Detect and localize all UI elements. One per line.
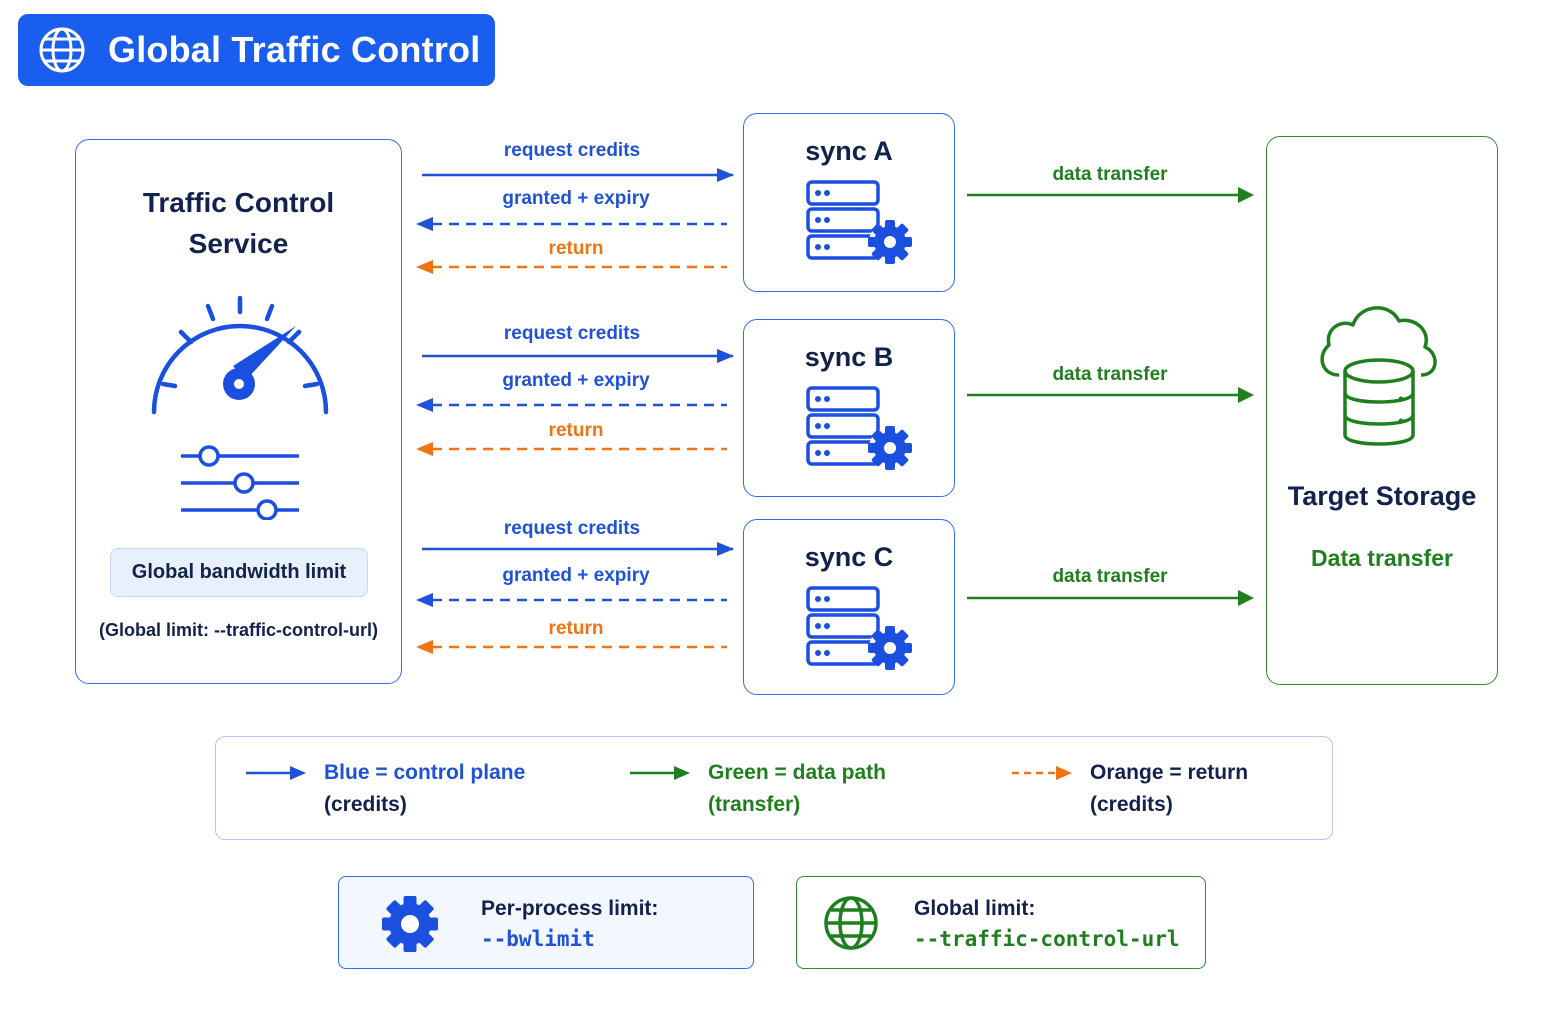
granted-arrowhead bbox=[416, 593, 433, 607]
return-arrowhead bbox=[416, 442, 433, 456]
return-label: return bbox=[548, 238, 604, 259]
sync-b-node: sync B bbox=[743, 319, 955, 497]
traffic-control-title: Traffic Control Service bbox=[142, 187, 335, 259]
legend-green: Green = data path (transfer) bbox=[708, 761, 886, 816]
request-credits-label: request credits bbox=[503, 140, 641, 161]
data-transfer-label: data transfer bbox=[1052, 164, 1168, 185]
sync-c-node: sync C bbox=[743, 519, 955, 695]
per-process-limit-label: Per-process limit: bbox=[481, 897, 659, 920]
cloud-database-icon bbox=[1320, 306, 1437, 446]
target-storage-panel: Target Storage Data transfer bbox=[1266, 136, 1498, 685]
legend-green-arrow bbox=[630, 766, 690, 780]
data-arrowhead bbox=[1238, 590, 1254, 606]
page-title: Global Traffic Control bbox=[108, 29, 481, 70]
gear-icon bbox=[382, 896, 438, 952]
return-label: return bbox=[548, 420, 604, 441]
data-transfer-label: data transfer bbox=[1052, 566, 1168, 587]
server-gear-icon bbox=[806, 586, 912, 670]
globe-icon bbox=[39, 27, 85, 73]
granted-expiry-label: granted + expiry bbox=[502, 370, 650, 391]
legend-blue-arrow bbox=[246, 766, 306, 780]
sync-a-title: sync A bbox=[805, 136, 893, 166]
server-gear-icon bbox=[806, 386, 912, 470]
sliders-icon bbox=[181, 445, 299, 520]
bwlimit-flag: --bwlimit bbox=[481, 927, 595, 951]
legend-orange: Orange = return (credits) bbox=[1090, 761, 1249, 816]
return-label: return bbox=[548, 618, 604, 639]
arrows-sync-b bbox=[416, 349, 1254, 456]
request-credits-label: request credits bbox=[503, 518, 641, 539]
granted-arrowhead bbox=[416, 217, 433, 231]
speedometer-icon bbox=[151, 295, 329, 415]
traffic-control-url-flag: --traffic-control-url bbox=[914, 927, 1180, 951]
global-limit-note: (Global limit: --traffic-control-url) bbox=[99, 620, 378, 640]
traffic-control-service-panel: Traffic Control Service Global bandwidth… bbox=[75, 139, 402, 684]
sync-b-title: sync B bbox=[804, 342, 894, 372]
granted-arrowhead bbox=[416, 398, 433, 412]
arrows-sync-a bbox=[416, 168, 1254, 274]
legend: Blue = control plane (credits) Green = d… bbox=[215, 736, 1333, 840]
data-transfer-label: data transfer bbox=[1052, 364, 1168, 385]
data-arrowhead bbox=[1238, 387, 1254, 403]
sync-a-node: sync A bbox=[743, 113, 955, 292]
data-arrowhead bbox=[1238, 187, 1254, 203]
request-arrowhead bbox=[717, 349, 734, 363]
target-storage-subtitle: Data transfer bbox=[1311, 545, 1453, 571]
request-credits-label: request credits bbox=[503, 323, 641, 344]
arrows-sync-c bbox=[416, 542, 1254, 654]
global-limit-box: Global limit: --traffic-control-url bbox=[796, 876, 1206, 969]
server-gear-icon bbox=[806, 180, 912, 264]
return-arrowhead bbox=[416, 260, 433, 274]
global-bandwidth-limit-badge: Global bandwidth limit bbox=[110, 548, 368, 597]
legend-orange-arrow bbox=[1012, 766, 1072, 780]
global-limit-label: Global limit: bbox=[914, 897, 1036, 920]
globe-icon bbox=[824, 896, 878, 950]
return-arrowhead bbox=[416, 640, 433, 654]
per-process-limit-box: Per-process limit: --bwlimit bbox=[338, 876, 754, 969]
request-arrowhead bbox=[717, 542, 734, 556]
request-arrowhead bbox=[717, 168, 734, 182]
legend-blue: Blue = control plane (credits) bbox=[324, 761, 526, 816]
header-banner: Global Traffic Control bbox=[18, 14, 495, 86]
sync-c-title: sync C bbox=[804, 542, 894, 572]
granted-expiry-label: granted + expiry bbox=[502, 188, 650, 209]
target-storage-title: Target Storage bbox=[1287, 481, 1477, 511]
granted-expiry-label: granted + expiry bbox=[502, 565, 650, 586]
